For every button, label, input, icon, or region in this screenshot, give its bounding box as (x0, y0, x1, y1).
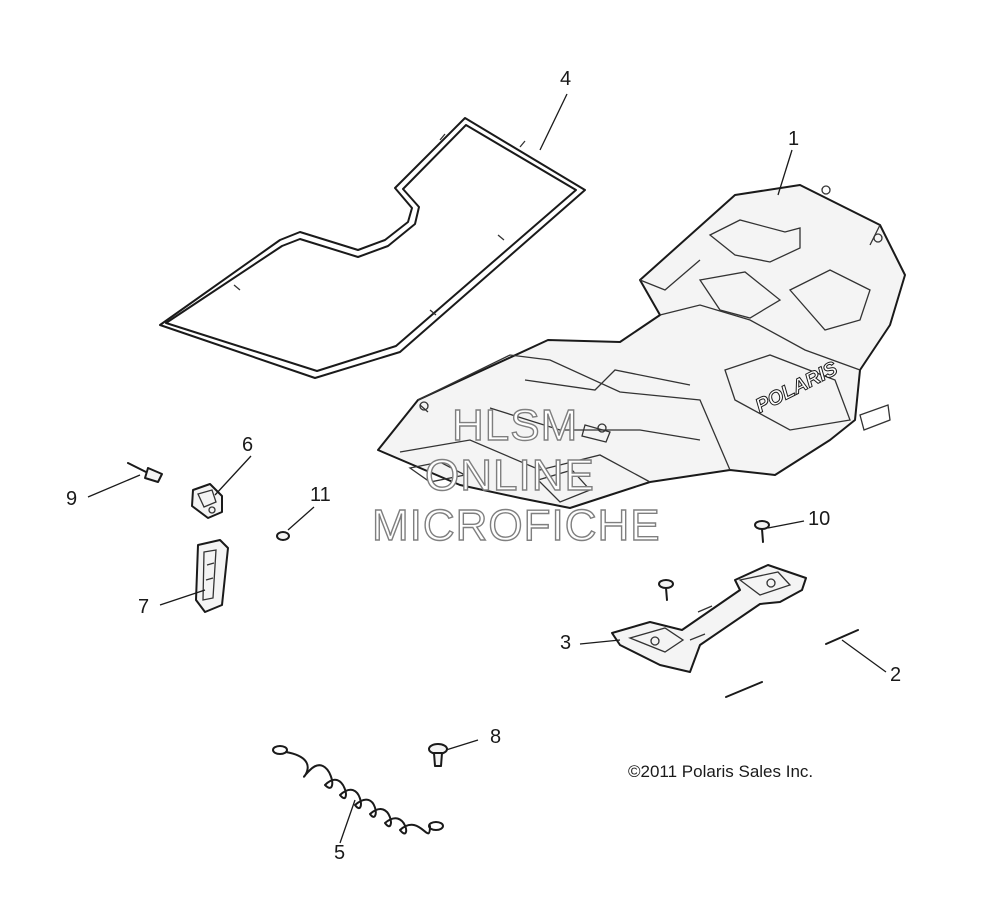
watermark-line-3: MICROFICHE (371, 501, 661, 550)
part-10-screw (754, 520, 770, 543)
callout-8: 8 (490, 726, 502, 748)
callout-6: 6 (242, 434, 254, 456)
leader-lines (87, 93, 887, 844)
callout-3: 3 (560, 632, 572, 654)
callout-7: 7 (138, 596, 150, 618)
part-8-push-rivet (428, 743, 448, 767)
watermark-line-2: ONLINE (424, 451, 595, 500)
part-2-pins (725, 629, 859, 698)
part-3-bracket (611, 564, 807, 673)
callout-9: 9 (66, 488, 78, 510)
callout-1: 1 (788, 128, 800, 150)
callout-11: 11 (310, 484, 331, 506)
watermark-line-1: HLSM (451, 401, 579, 450)
part-9-pin-fastener (127, 462, 163, 483)
part-4-seal (159, 117, 586, 379)
callout-5: 5 (334, 842, 346, 864)
part-5-spring (272, 745, 444, 835)
copyright-notice: ©2011 Polaris Sales Inc. (628, 762, 814, 781)
callout-2: 2 (890, 664, 902, 686)
callout-10: 10 (808, 508, 831, 530)
part-6-clip (191, 483, 223, 519)
part-11-nut (276, 531, 290, 541)
callout-4: 4 (560, 68, 572, 90)
part-7-latch-bracket (195, 539, 229, 613)
part-1-front-rack (377, 184, 906, 509)
